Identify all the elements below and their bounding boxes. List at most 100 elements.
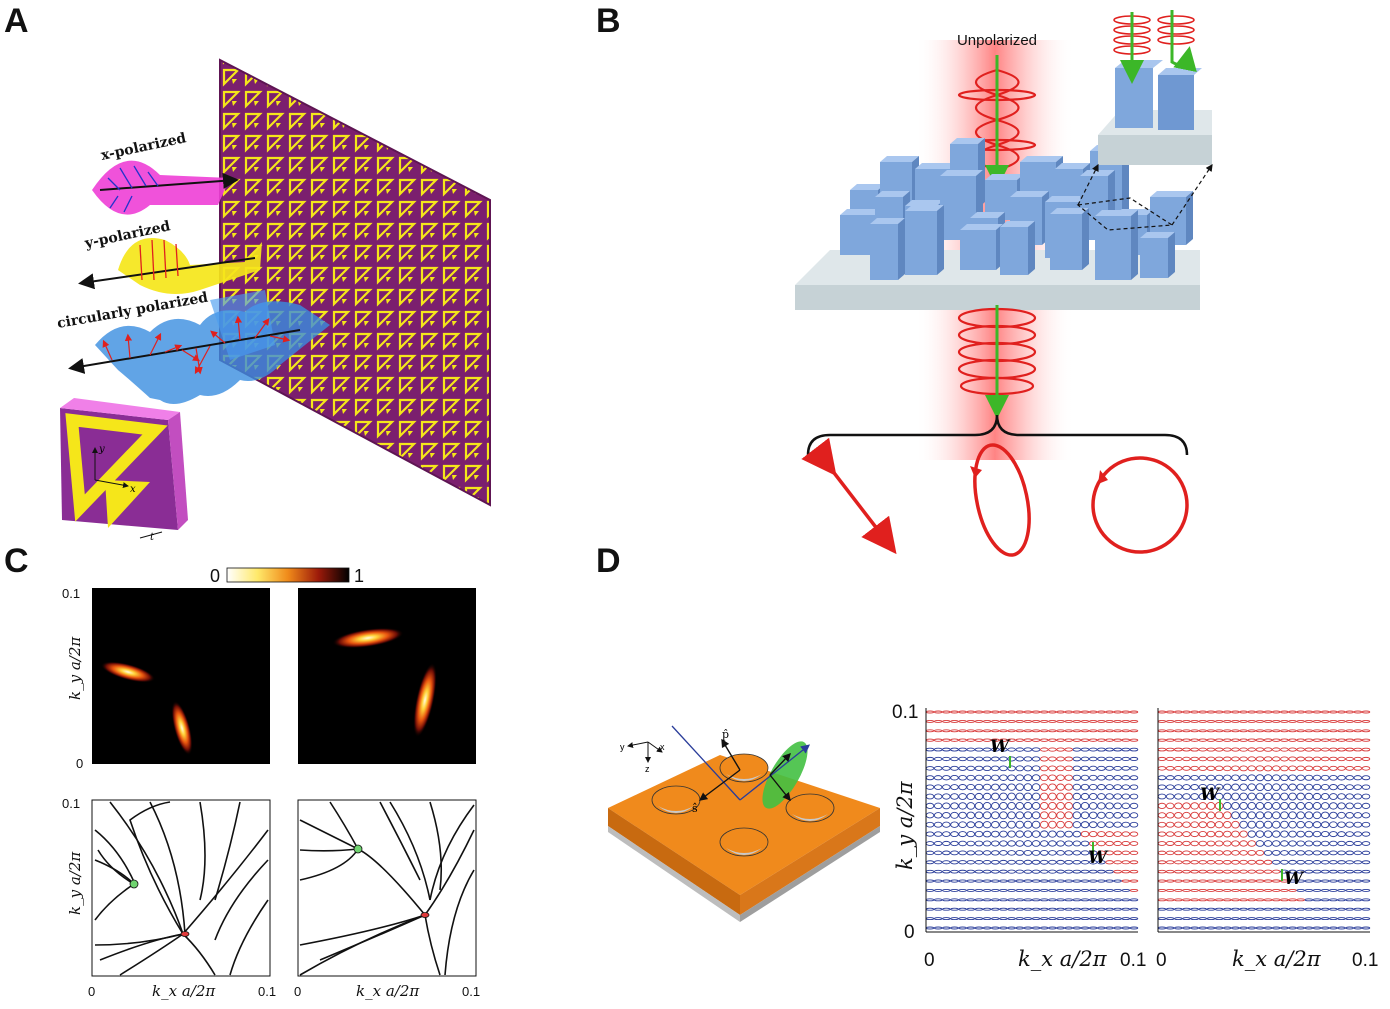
polarization-mark [1129,898,1139,902]
polarization-mark [1190,729,1199,733]
polarization-mark [1239,719,1248,723]
polarization-mark [1182,926,1191,930]
polarization-mark [950,869,959,874]
streamline [299,848,359,852]
streamline [149,801,186,935]
polarization-mark [1165,784,1175,790]
polarization-mark [1247,859,1257,865]
polarization-mark [1088,830,1098,838]
polarization-mark [1263,783,1273,792]
polarization-mark [1288,840,1297,847]
polarization-mark [958,802,967,810]
polarization-mark [1064,765,1073,772]
polarization-mark [1329,917,1338,921]
polarization-mark [999,859,1008,865]
polarization-mark [1361,793,1371,800]
polarization-mark [1320,774,1330,781]
polarization-mark [1031,830,1041,838]
polarization-mark [1280,859,1289,865]
polarization-mark [1361,821,1371,828]
unit-cell: y x t [60,398,188,543]
polarization-mark [1280,729,1289,733]
polarization-mark [1223,801,1232,810]
polarization-mark [1337,747,1346,752]
polarization-mark [999,811,1008,820]
polarization-mark [1015,898,1025,902]
polarization-mark [1288,747,1297,752]
polarization-mark [1015,774,1025,782]
polarization-mark [991,830,1000,838]
polarization-mark [1231,756,1240,762]
polarization-mark [1255,820,1265,829]
polarization-mark [1031,747,1041,752]
polarization-mark [1280,719,1289,723]
polmap-xtick-zero-right: 0 [1156,950,1167,971]
polarization-mark [1312,719,1322,723]
polarization-mark [1206,850,1216,856]
polarization-mark [1337,898,1346,902]
polarization-mark [1320,710,1330,714]
polarization-mark [1239,898,1248,902]
polarization-mark [1088,793,1098,801]
polarization-mark [1255,926,1265,930]
polarization-mark [1121,879,1131,883]
polarization-mark [1121,888,1131,892]
triad-y: y [620,742,625,752]
polarization-mark [1088,802,1098,810]
polarization-mark [1088,907,1098,911]
polarization-mark [1255,869,1265,874]
polarization-mark [942,784,951,791]
polarization-mark [1015,811,1025,820]
polarization-mark [1337,719,1346,723]
polarization-mark [1329,879,1338,883]
polarization-mark [1345,765,1354,771]
polarization-mark [1007,792,1016,801]
polarization-mark [1048,820,1057,829]
x-polarized-wave: x-polarized [92,130,239,215]
polarization-mark [1105,898,1114,902]
polarization-mark [1023,783,1033,792]
polarization-mark [1048,774,1057,782]
polarization-mark [1280,747,1289,752]
polarization-mark [1239,879,1248,883]
polarization-mark [1304,898,1314,902]
polarization-mark [974,917,984,921]
polarization-mark [1031,820,1041,829]
polarization-mark [1345,802,1354,810]
polarization-mark [1231,830,1240,838]
polarization-mark [1320,756,1330,762]
polarization-mark [1039,792,1049,801]
polarization-mark [1121,821,1131,828]
polarization-mark [1121,747,1131,752]
polarization-mark [1064,783,1073,791]
polarization-mark [1048,719,1057,723]
polarization-mark [1353,747,1363,752]
polarization-mark [1023,774,1033,782]
polarization-mark [1165,747,1175,752]
polarization-mark [991,710,1000,714]
polarization-mark [1182,831,1191,837]
polarization-mark [1288,774,1297,781]
polarization-mark [991,907,1000,911]
polarization-mark [933,888,943,892]
polarization-mark [1080,801,1090,810]
polarization-mark [1231,729,1240,733]
polarization-mark [1113,917,1122,921]
polarization-mark [1304,729,1314,733]
polarization-mark [950,811,959,819]
polarization-mark [1023,859,1033,865]
polarization-mark [1182,840,1191,847]
streamline [214,859,269,941]
polarization-mark [1304,783,1314,791]
polarization-mark [950,898,959,902]
polarization-mark [1247,801,1257,810]
polarization-mark [1113,802,1122,810]
polarization-mark [1097,926,1106,930]
polarization-mark [1231,783,1240,791]
polarization-mark [1113,926,1122,930]
polarization-mark [1088,765,1098,771]
polarization-mark [1288,738,1297,742]
polarization-mark [1072,774,1082,781]
polarization-mark [1129,719,1139,723]
polarization-mark [1223,907,1232,911]
